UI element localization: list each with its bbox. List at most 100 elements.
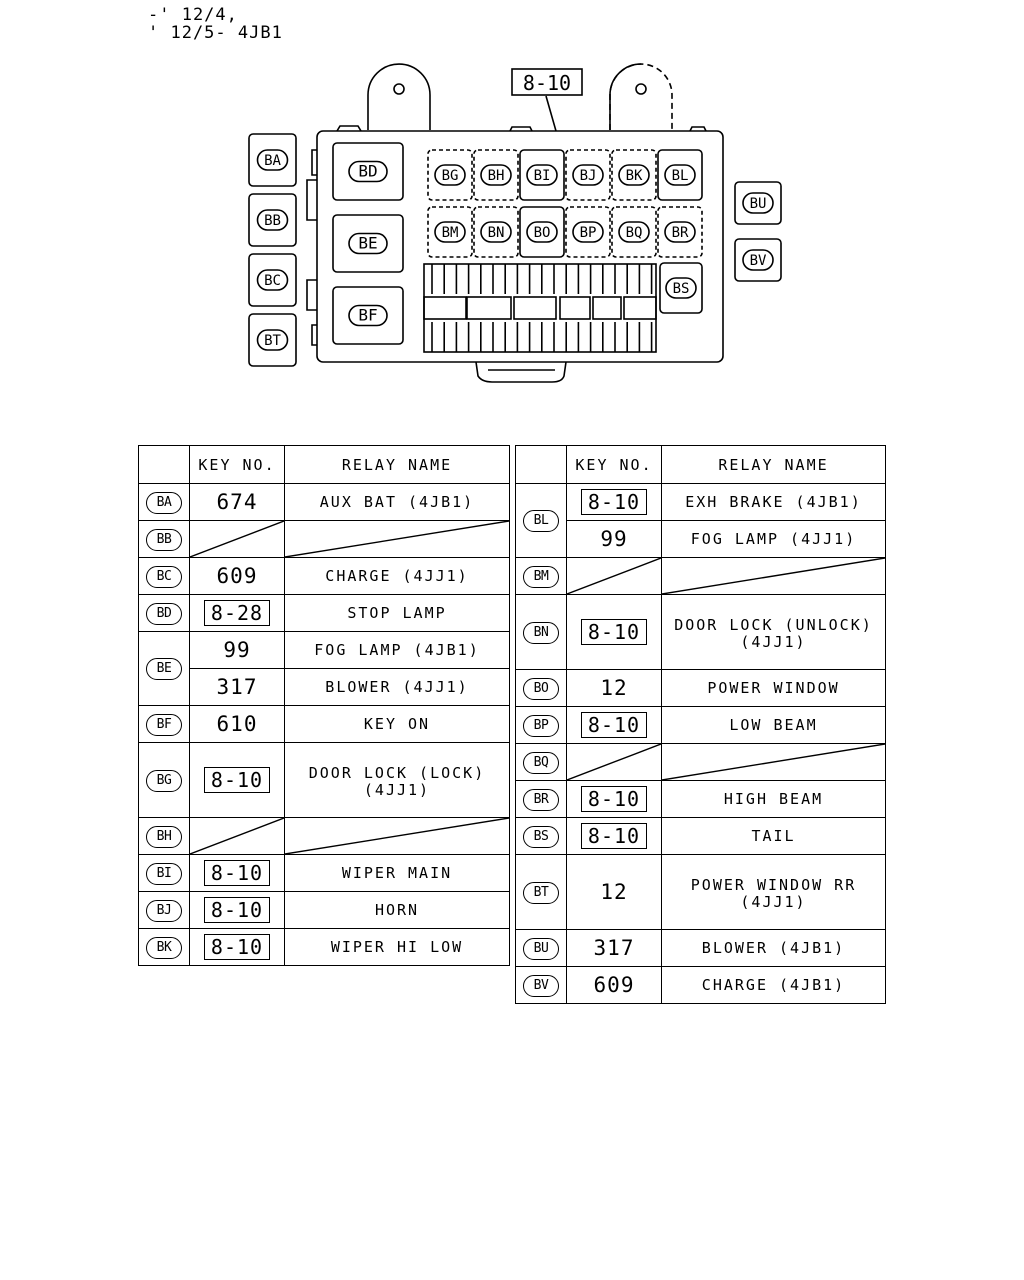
key-no-reference-box: 8-28 <box>203 600 271 626</box>
relay-label: BE <box>358 234 377 253</box>
header-id <box>138 445 190 484</box>
relay-label-badge <box>664 221 696 243</box>
relay-id-badge: BP <box>523 714 559 737</box>
key-no-value: 12 <box>600 676 628 700</box>
relay-name: POWER WINDOW RR <box>690 876 857 894</box>
relay-label: BU <box>750 196 767 212</box>
relay-label: BR <box>672 225 689 241</box>
header-note: -' 12/4, ' 12/5- 4JB1 <box>148 6 283 42</box>
relay-label: BP <box>580 225 597 241</box>
relay-name: AUX BAT (4JB1) <box>319 492 475 511</box>
relay-socket: BQ <box>611 206 657 258</box>
relay-id-badge: BV <box>523 974 559 997</box>
table-row: BP 8-10 LOW BEAM <box>515 706 886 744</box>
relay-socket: BA <box>248 133 297 187</box>
key-no-value: 610 <box>216 712 258 736</box>
relay-id-badge: BC <box>146 565 182 588</box>
relay-name-cell: BLOWER (4JB1) <box>661 929 886 967</box>
relay-id-badge: BA <box>146 491 182 514</box>
key-no-cell: 8-10 <box>566 780 662 818</box>
relay-id-cell: BL <box>515 483 567 558</box>
relay-name: CHARGE (4JJ1) <box>325 566 469 585</box>
relay-socket: BN <box>473 206 519 258</box>
relay-label-badge <box>480 164 512 186</box>
bottom-clip <box>475 361 567 383</box>
relay-label-badge <box>572 164 604 186</box>
key-no-reference-box: 8-10 <box>580 489 648 515</box>
relay-id-cell: BV <box>515 966 567 1004</box>
relay-socket: BP <box>565 206 611 258</box>
relay-id-cell: BM <box>515 557 567 595</box>
relay-label-badge <box>618 221 650 243</box>
relay-socket: BM <box>427 206 473 258</box>
empty-key-cell <box>189 817 285 855</box>
key-no-cell: 99 <box>189 631 285 669</box>
key-no-cell: 8-10 <box>189 891 285 929</box>
relay-name-cell: DOOR LOCK (LOCK)(4JJ1) <box>284 742 510 818</box>
table-row: BB <box>138 520 510 558</box>
relay-box-housing <box>316 130 724 363</box>
relay-name-cell: BLOWER (4JJ1) <box>284 668 510 706</box>
relay-label-badge <box>664 164 696 186</box>
key-no-reference-box: 8-10 <box>580 712 648 738</box>
relay-label-badge <box>665 277 697 299</box>
relay-socket: BC <box>248 253 297 307</box>
relay-id-badge: BO <box>523 677 559 700</box>
relay-name: WIPER MAIN <box>341 863 453 882</box>
relay-label: BA <box>264 153 281 169</box>
key-no-reference-box: 8-10 <box>580 823 648 849</box>
relay-id-badge: BK <box>146 936 182 959</box>
relay-id-cell: BC <box>138 557 190 595</box>
relay-name-cell: POWER WINDOW RR(4JJ1) <box>661 854 886 930</box>
relay-name-line-2: (4JJ1) <box>740 893 807 911</box>
fuse-block <box>423 263 657 353</box>
relay-id-badge: BL <box>523 510 559 532</box>
table-row: BF 610 KEY ON <box>138 705 510 743</box>
mounting-ear-left <box>367 63 431 130</box>
relay-label-badge <box>742 192 774 214</box>
relay-label: BN <box>488 225 505 241</box>
relay-name: EXH BRAKE (4JB1) <box>685 492 862 511</box>
relay-id-cell: BU <box>515 929 567 967</box>
relay-id-cell: BS <box>515 817 567 855</box>
relay-id-badge: BF <box>146 713 182 736</box>
relay-name-cell: CHARGE (4JB1) <box>661 966 886 1004</box>
key-no-cell: 8-10 <box>189 742 285 818</box>
relay-name: TAIL <box>751 826 796 845</box>
table-row: BH <box>138 817 510 855</box>
relay-label-badge <box>348 232 388 255</box>
relay-socket: BF <box>332 286 404 345</box>
relay-name-cell: KEY ON <box>284 705 510 743</box>
relay-label: BF <box>358 306 377 325</box>
relay-id-cell: BA <box>138 483 190 521</box>
table-row: BL 8-10 EXH BRAKE (4JB1) <box>515 483 886 558</box>
key-no-value: 674 <box>216 490 258 514</box>
relay-label: BM <box>442 225 459 241</box>
relay-socket: BG <box>427 149 473 201</box>
relay-name-cell: HORN <box>284 891 510 929</box>
relay-id-badge: BH <box>146 825 182 848</box>
relay-id-cell: BQ <box>515 743 567 781</box>
key-no-value: 609 <box>593 973 635 997</box>
relay-name-cell: WIPER HI LOW <box>284 928 510 966</box>
table-row: BM <box>515 557 886 595</box>
relay-name-cell: AUX BAT (4JB1) <box>284 483 510 521</box>
relay-name-cell: LOW BEAM <box>661 706 886 744</box>
relay-name: CHARGE (4JB1) <box>701 975 846 994</box>
key-no-cell: 317 <box>566 929 662 967</box>
relay-label: BO <box>534 225 551 241</box>
key-no-reference-box: 8-10 <box>580 619 648 645</box>
header-key: KEY NO. <box>189 445 285 484</box>
key-no-reference-box: 8-10 <box>203 897 271 923</box>
header-key: KEY NO. <box>566 445 662 484</box>
relay-id-badge: BJ <box>146 899 182 922</box>
relay-label-badge <box>742 249 774 271</box>
relay-label-badge <box>434 221 466 243</box>
relay-id-cell: BB <box>138 520 190 558</box>
